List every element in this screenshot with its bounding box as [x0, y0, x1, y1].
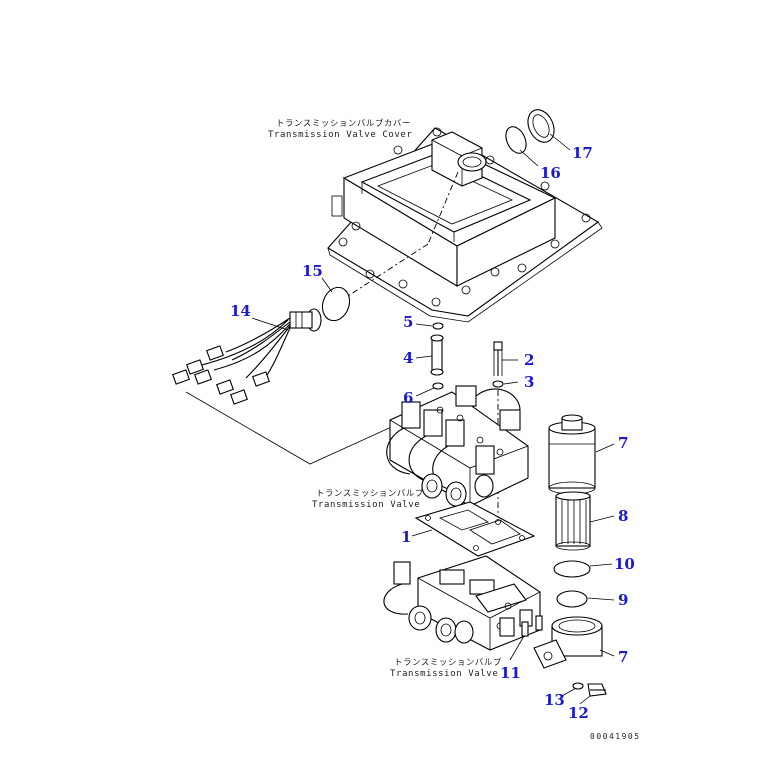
caption-cover-jp: トランスミッションバルブカバー — [276, 118, 411, 129]
caption-valve-lower-jp: トランスミッションバルブ — [394, 657, 502, 668]
callout-11: 11 — [500, 664, 521, 682]
callout-10: 10 — [614, 555, 635, 573]
lower-transmission-valve — [383, 555, 541, 651]
caption-valve-lower: トランスミッションバルブ Transmission Valve — [390, 657, 502, 679]
part-15-cap — [321, 286, 351, 322]
part-1-gasket — [414, 501, 536, 557]
callout-3: 3 — [524, 373, 534, 391]
callout-12: 12 — [568, 704, 589, 722]
part-4-sleeve — [430, 334, 444, 376]
part-10-o-ring — [553, 560, 591, 578]
upper-transmission-valve — [386, 385, 529, 507]
callout-13: 13 — [544, 691, 565, 709]
callout-17: 17 — [572, 144, 593, 162]
part-13-washer — [572, 682, 584, 690]
callout-1: 1 — [401, 528, 411, 546]
part-callouts: 17 16 15 14 5 4 2 3 6 7 8 1 10 9 7 11 13… — [230, 144, 635, 722]
part-17-seal — [527, 109, 555, 143]
callout-2: 2 — [524, 351, 534, 369]
part-12-bolt — [587, 683, 607, 697]
caption-cover: トランスミッションバルブカバー Transmission Valve Cover — [268, 118, 412, 140]
leader-lines — [251, 133, 615, 705]
cover-bolt-holes — [338, 127, 591, 307]
part-14-wire-harness — [172, 308, 421, 465]
callout-14: 14 — [230, 302, 251, 320]
part-7-filter-head — [533, 616, 603, 669]
caption-cover-en: Transmission Valve Cover — [268, 130, 412, 140]
callout-15: 15 — [302, 262, 323, 280]
transmission-valve-cover — [327, 127, 603, 323]
part-6-o-ring — [432, 382, 444, 390]
part-9-o-ring — [556, 590, 588, 608]
callout-7-filter-head: 7 — [618, 648, 628, 666]
drawing-code: 00041905 — [590, 732, 641, 741]
caption-valve-upper-jp: トランスミッションバルブ — [316, 488, 424, 499]
caption-valve-lower-en: Transmission Valve — [390, 669, 498, 679]
callout-5: 5 — [403, 313, 413, 331]
caption-valve-upper-en: Transmission Valve — [312, 500, 420, 510]
part-2-bolt — [493, 341, 503, 376]
part-16-o-ring — [505, 126, 527, 154]
callout-7-filter-case: 7 — [618, 434, 628, 452]
callout-8: 8 — [618, 507, 628, 525]
part-11-dowel-pin — [521, 615, 543, 637]
caption-valve-upper: トランスミッションバルブ Transmission Valve — [312, 488, 424, 510]
part-5-o-ring — [432, 322, 444, 330]
callout-9: 9 — [618, 591, 628, 609]
part-7-filter-case — [548, 414, 596, 495]
part-8-filter-element — [555, 491, 591, 551]
callout-16: 16 — [540, 164, 561, 182]
callout-4: 4 — [403, 349, 413, 367]
callout-6: 6 — [403, 389, 413, 407]
